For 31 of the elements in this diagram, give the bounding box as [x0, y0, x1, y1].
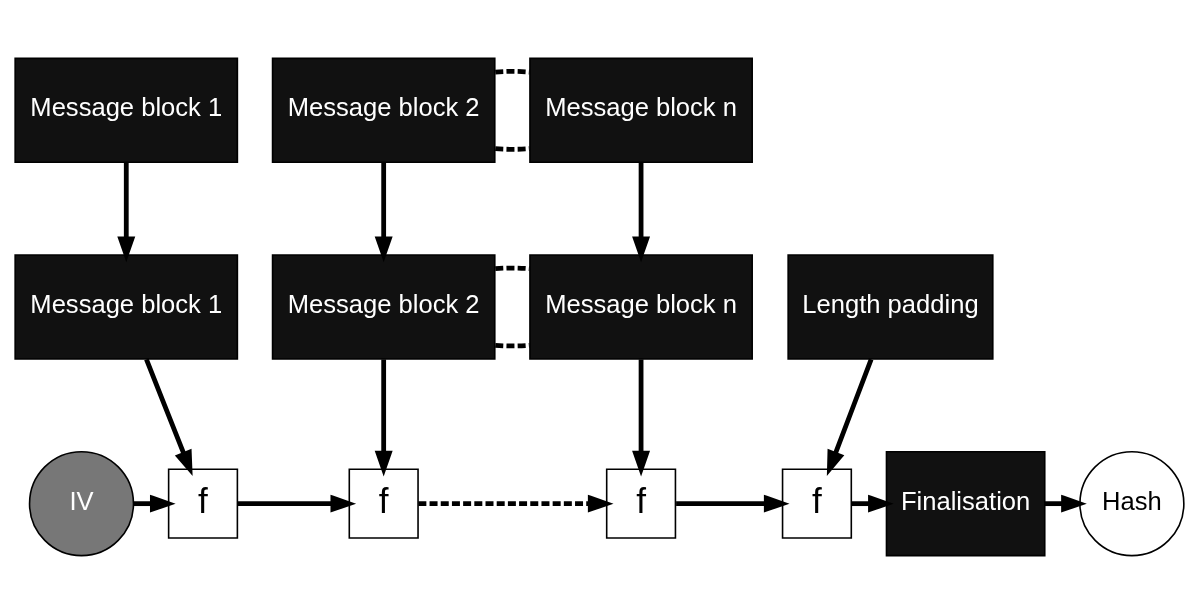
node-box: Message block 1 — [14, 57, 239, 163]
arrow — [374, 358, 393, 476]
node-box: f — [167, 467, 239, 539]
node-box: f — [781, 467, 853, 539]
arrow — [144, 358, 193, 476]
node-circle: Hash — [1079, 450, 1185, 556]
node-box: f — [605, 467, 677, 539]
connector — [495, 145, 530, 152]
arrow — [133, 494, 176, 513]
node-box: Message block n — [529, 57, 753, 163]
arrow — [632, 162, 651, 262]
node-box: Message block n — [529, 253, 753, 360]
node-box: Length padding — [787, 253, 994, 360]
node-box: Message block 1 — [14, 253, 239, 360]
arrow — [418, 494, 614, 513]
arrow — [237, 494, 357, 513]
arrow — [851, 494, 894, 513]
arrow — [676, 494, 790, 513]
connector — [495, 265, 530, 271]
node-circle: IV — [28, 450, 135, 556]
node-box: Finalisation — [885, 450, 1046, 556]
node-box: Message block 2 — [271, 57, 496, 163]
node-box: Message block 2 — [271, 253, 496, 360]
arrow — [632, 358, 651, 476]
arrow — [374, 162, 393, 262]
arrow — [117, 162, 136, 262]
arrow — [826, 358, 874, 476]
node-box: f — [348, 467, 419, 539]
connector — [495, 342, 530, 348]
arrow — [1044, 494, 1087, 513]
connector — [495, 68, 530, 74]
